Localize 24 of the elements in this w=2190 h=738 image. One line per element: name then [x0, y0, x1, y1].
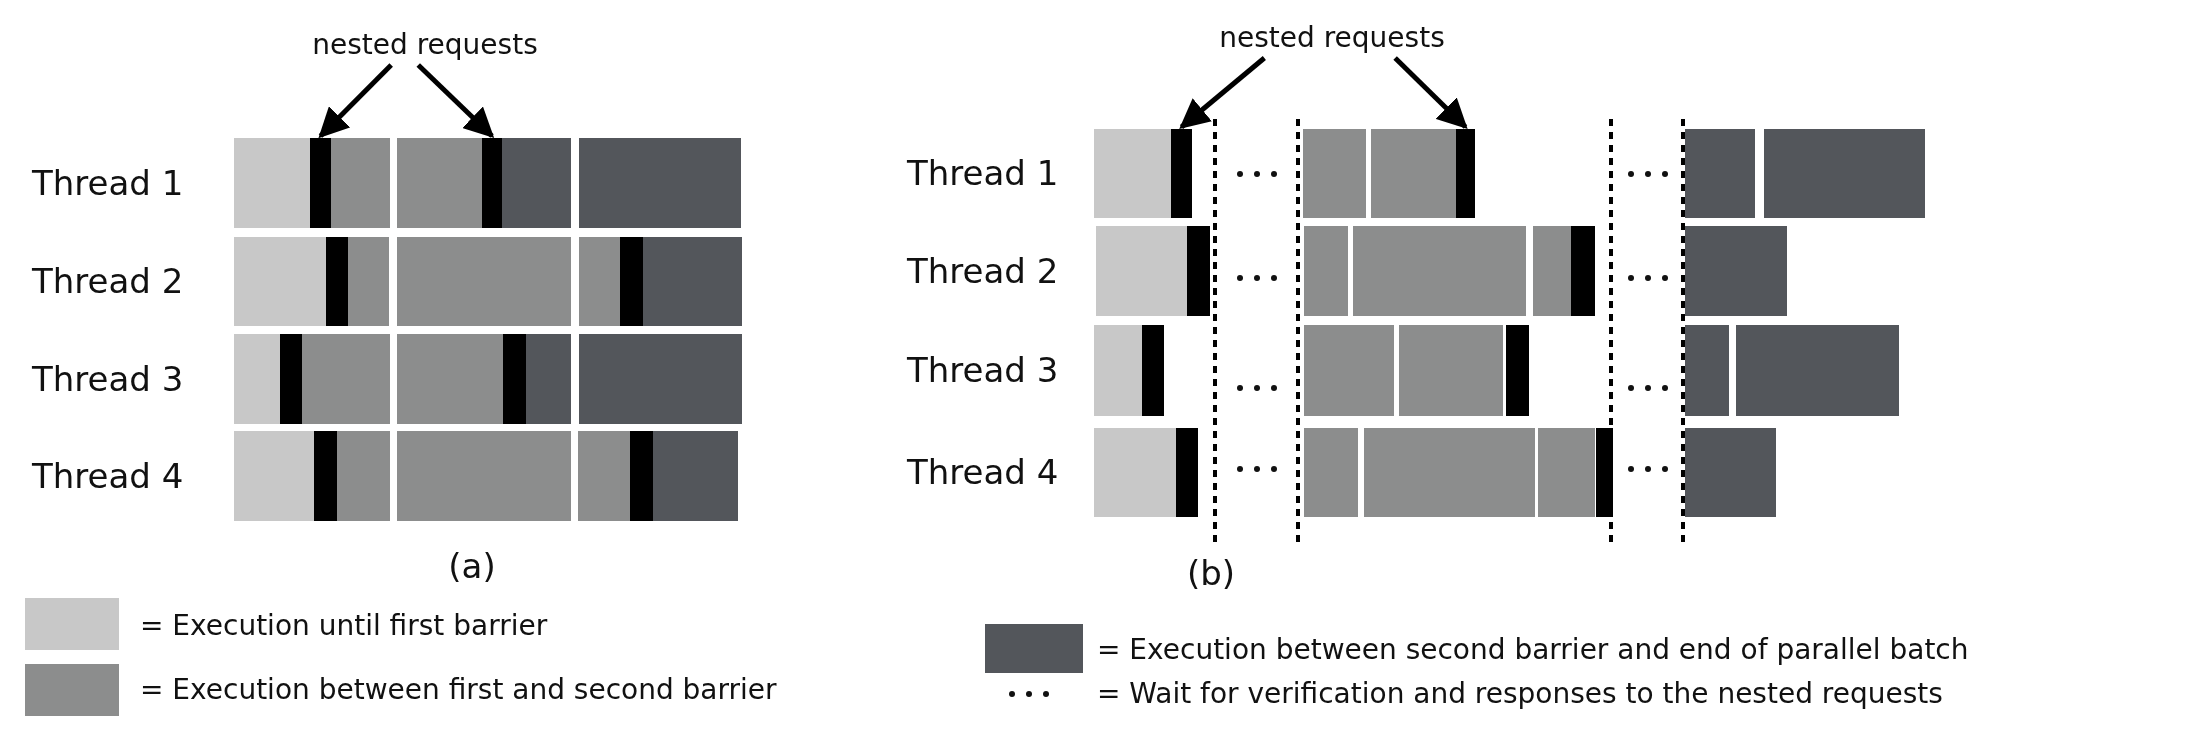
- row-label: Thread 4: [32, 459, 184, 493]
- leader-arrow: [318, 63, 393, 139]
- row-label: Thread 2: [32, 264, 184, 298]
- panel-label: (a): [448, 549, 496, 583]
- row-label: Thread 4: [907, 455, 1059, 489]
- row-label: Thread 2: [907, 254, 1059, 288]
- panel-label: (b): [1186, 556, 1236, 590]
- row-label: Thread 1: [32, 166, 184, 200]
- callout-text: nested requests: [312, 31, 538, 59]
- row-label: Thread 3: [907, 353, 1059, 387]
- row-label: Thread 3: [32, 362, 184, 396]
- row-label: Thread 1: [907, 156, 1059, 190]
- leader-arrow: [1393, 56, 1468, 130]
- leader-arrow: [1179, 56, 1266, 129]
- barrier-bar: [1171, 129, 1192, 218]
- barrier-bar: [1456, 129, 1475, 218]
- callout-text: nested requests: [1219, 24, 1445, 52]
- legend-text: = Execution between second barrier and end of parallel batch: [1097, 636, 1969, 664]
- legend-text: = Wait for verification and responses to the nested requests: [1097, 680, 1943, 708]
- legend-text: = Execution until first barrier: [140, 612, 548, 640]
- barrier-bar: [482, 138, 502, 228]
- leader-arrow: [416, 63, 495, 139]
- barrier-bar: [310, 138, 331, 228]
- legend-text: = Execution between first and second barrier: [140, 676, 777, 704]
